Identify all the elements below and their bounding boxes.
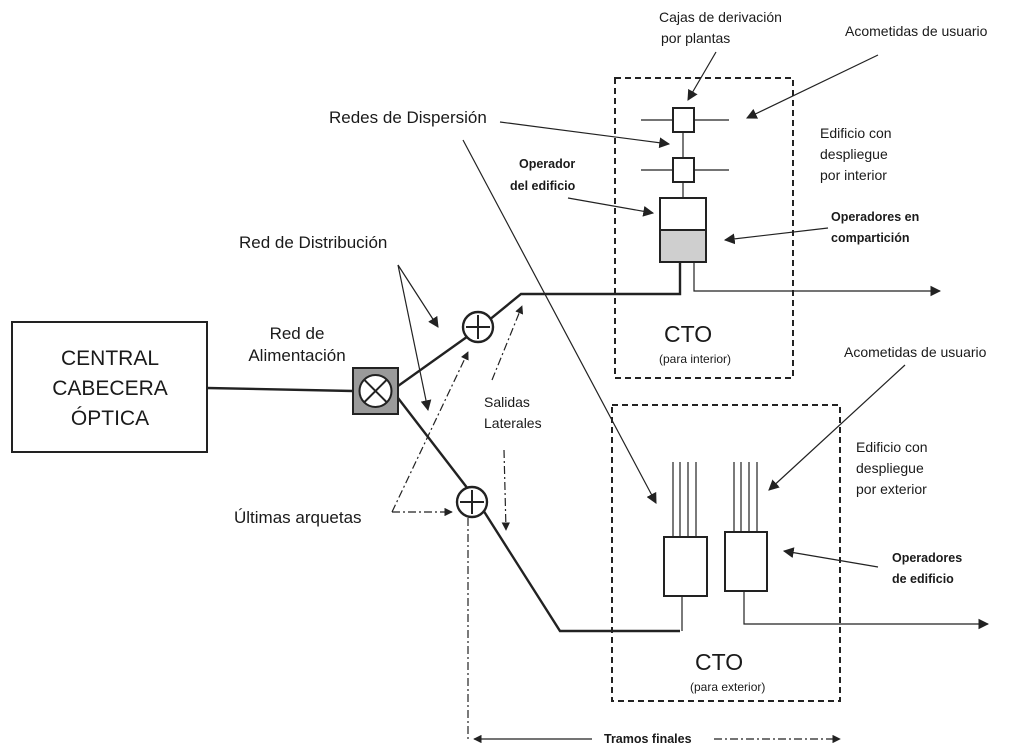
central-box bbox=[11, 321, 208, 453]
cajas-arrow bbox=[687, 51, 717, 101]
cajas-derivacion-line1: Cajas de derivación bbox=[659, 9, 782, 25]
cto-exterior-out-line bbox=[743, 591, 990, 630]
tramos-finales-label: Tramos finales bbox=[604, 732, 692, 746]
cto-interior-sublabel: (para interior) bbox=[659, 352, 731, 366]
edificio-interior-line2: despliegue bbox=[820, 146, 888, 162]
operadores-edificio-arrow bbox=[782, 547, 879, 568]
cto-interior-out-line bbox=[693, 262, 942, 297]
acometidas-bottom-arrow bbox=[768, 364, 906, 491]
edificio-exterior-line1: Edificio con bbox=[856, 439, 928, 455]
central-label-line2: CABECERA bbox=[52, 377, 168, 400]
operador-edificio-line2: del edificio bbox=[510, 179, 576, 193]
operador-edificio-line1: Operador bbox=[519, 157, 575, 171]
cto-exterior-box-left bbox=[663, 536, 708, 597]
dispersion-arrow-2 bbox=[462, 139, 657, 504]
acometidas-top-arrow bbox=[746, 54, 879, 119]
red-alimentacion-line1: Red de bbox=[270, 324, 325, 343]
feeder-line bbox=[206, 386, 354, 393]
acometidas-top-label: Acometidas de usuario bbox=[845, 23, 988, 39]
operadores-edificio-line1: Operadores bbox=[892, 551, 962, 565]
cto-exterior-box-right bbox=[724, 531, 768, 592]
redes-dispersion-label: Redes de Dispersión bbox=[329, 108, 487, 127]
edificio-interior-line1: Edificio con bbox=[820, 125, 892, 141]
central-label-line1: CENTRAL bbox=[61, 347, 159, 370]
edificio-exterior-line2: despliegue bbox=[856, 460, 924, 476]
distribucion-arrow-1 bbox=[397, 264, 439, 328]
acometidas-bottom-label: Acometidas de usuario bbox=[844, 344, 987, 360]
cto-exterior-sublabel: (para exterior) bbox=[690, 680, 765, 694]
main-splice-cross-b bbox=[363, 378, 388, 404]
salidas-laterales-arrow-up bbox=[491, 305, 524, 381]
red-alimentacion-line2: Alimentación bbox=[248, 346, 345, 365]
comparticion-arrow bbox=[723, 227, 829, 245]
edificio-interior-line3: por interior bbox=[820, 167, 887, 183]
cto-interior-boundary bbox=[614, 77, 794, 379]
edificio-exterior-line3: por exterior bbox=[856, 481, 927, 497]
operador-edificio-arrow bbox=[567, 197, 655, 217]
operadores-comparticion-line2: compartición bbox=[831, 231, 910, 245]
salidas-laterales-arrow-down bbox=[501, 449, 511, 531]
salidas-laterales-line2: Laterales bbox=[484, 415, 542, 431]
operadores-edificio-line2: de edificio bbox=[892, 572, 954, 586]
lower-distribution-line bbox=[397, 397, 680, 633]
cto-interior-shared-part bbox=[659, 229, 707, 263]
cto-interior-label: CTO bbox=[664, 321, 712, 347]
cajas-derivacion-line2: por plantas bbox=[661, 30, 730, 46]
red-distribucion-label: Red de Distribución bbox=[239, 233, 387, 252]
cto-exterior-boundary bbox=[611, 404, 841, 702]
floor-box-1 bbox=[672, 107, 695, 133]
ultimas-arquetas-label: Últimas arquetas bbox=[234, 508, 362, 527]
salidas-laterales-line1: Salidas bbox=[484, 394, 530, 410]
dispersion-arrow-1 bbox=[499, 121, 671, 149]
ultimas-arquetas-arrow-1 bbox=[391, 351, 469, 513]
distribucion-arrow-2 bbox=[397, 264, 432, 412]
floor-box-2 bbox=[672, 157, 695, 183]
central-label-line3: ÓPTICA bbox=[71, 407, 149, 430]
cto-exterior-label: CTO bbox=[695, 649, 743, 675]
operadores-comparticion-line1: Operadores en bbox=[831, 210, 919, 224]
upper-distribution-line bbox=[397, 262, 682, 387]
